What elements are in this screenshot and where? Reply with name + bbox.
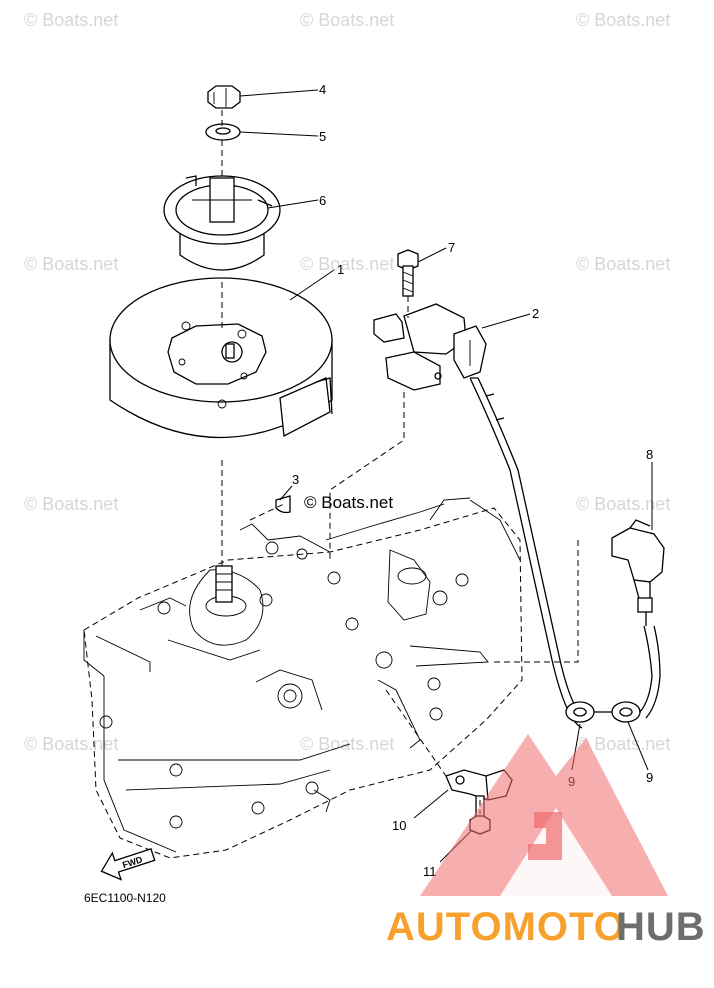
callout-8[interactable]: 8 [646,447,653,462]
callout-4[interactable]: 4 [319,82,326,97]
callout-3[interactable]: 3 [292,472,299,487]
watermark: © Boats.net [576,10,670,30]
callout-7[interactable]: 7 [448,240,455,255]
callout-5[interactable]: 5 [319,129,326,144]
callout-numbers: 4 5 6 1 2 3 7 8 9 9 10 11 [292,82,653,879]
copyright-label: © Boats.net [304,493,393,512]
callout-9[interactable]: 9 [646,770,653,785]
engine-block [83,497,523,859]
fwd-arrow-icon: FWD [100,848,156,881]
part-flywheel-hub[interactable] [163,175,281,271]
callout-11[interactable]: 11 [423,864,437,879]
part-key[interactable] [275,495,291,514]
callout-leaders [239,89,653,863]
watermark-layer: © Boats.net © Boats.net © Boats.net © Bo… [24,10,670,754]
part-washer[interactable] [205,123,241,141]
brand-text-hub: HUB [616,905,706,949]
watermark: © Boats.net [576,734,670,754]
watermark: © Boats.net [300,254,394,274]
watermark: © Boats.net [300,10,394,30]
part-flywheel[interactable] [109,277,333,439]
part-nut[interactable] [207,85,241,109]
part-clamp[interactable] [565,701,641,723]
part-bolt[interactable] [397,249,419,297]
watermark: © Boats.net [24,494,118,514]
callout-1[interactable]: 1 [337,262,344,277]
watermark: © Boats.net [24,254,118,274]
callout-10[interactable]: 10 [392,818,406,833]
watermark: © Boats.net [300,734,394,754]
watermark: © Boats.net [24,10,118,30]
watermark: © Boats.net [24,734,118,754]
part-plug-cap[interactable] [611,519,665,719]
watermark: © Boats.net [576,254,670,274]
diagram-part-number: 6EC1100-N120 [84,891,166,905]
callout-6[interactable]: 6 [319,193,326,208]
brand-text-automoto: AUTOMOTO [386,905,626,949]
part-stator-coil[interactable] [373,303,587,729]
assembly-lines [221,110,579,814]
watermark: © Boats.net [576,494,670,514]
callout-2[interactable]: 2 [532,306,539,321]
automotohub-logo: AUTOMOTO HUB [386,734,706,949]
